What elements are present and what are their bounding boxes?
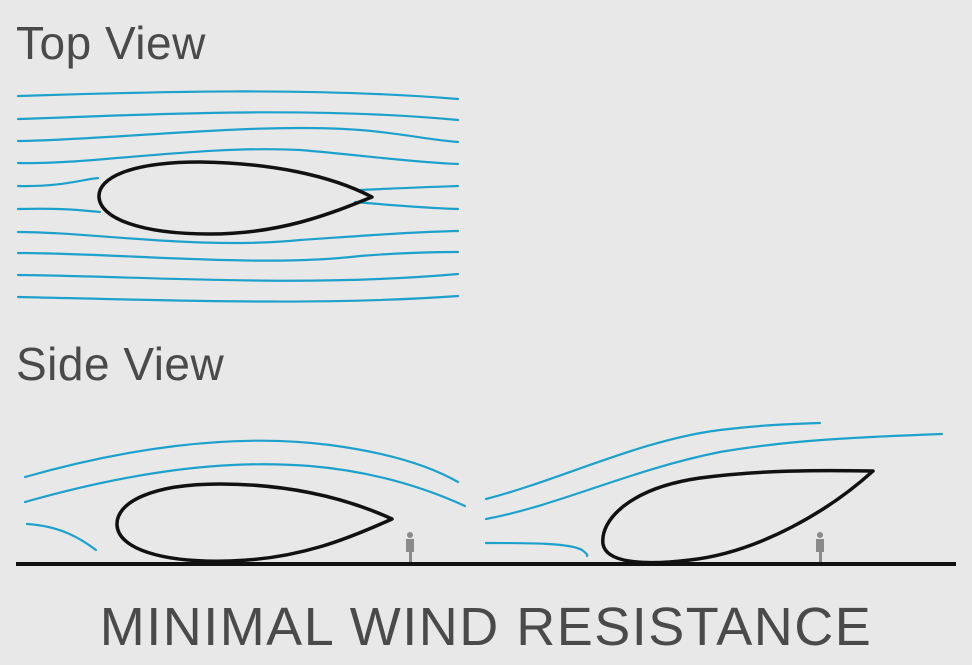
caption-title: MINIMAL WIND RESISTANCE xyxy=(99,597,873,657)
streamline xyxy=(23,463,467,508)
streamline xyxy=(484,421,822,501)
streamline xyxy=(25,522,98,552)
person-scale-figure-icon xyxy=(406,532,414,562)
streamline xyxy=(16,272,460,282)
top-view-streamlines xyxy=(16,90,460,303)
side-view-left-foil-outline xyxy=(115,482,394,563)
side-view-left-streamlines xyxy=(23,439,467,552)
streamline xyxy=(16,90,460,101)
streamline xyxy=(16,294,460,303)
streamline xyxy=(16,111,460,122)
top-view-teardrop-outline xyxy=(97,160,374,236)
streamline xyxy=(16,176,460,192)
streamline xyxy=(16,200,460,214)
streamline xyxy=(16,126,460,144)
side-view-right-foil-outline xyxy=(601,468,875,565)
streamline xyxy=(16,250,460,262)
person-scale-figure-icon xyxy=(816,532,824,562)
streamline xyxy=(16,148,460,166)
side-view-label: Side View xyxy=(16,338,225,390)
side-view-right-streamlines xyxy=(484,421,944,558)
streamline xyxy=(23,439,460,484)
streamline xyxy=(16,229,460,245)
streamline xyxy=(484,541,589,558)
streamline xyxy=(484,432,944,521)
top-view-label: Top View xyxy=(16,17,206,69)
